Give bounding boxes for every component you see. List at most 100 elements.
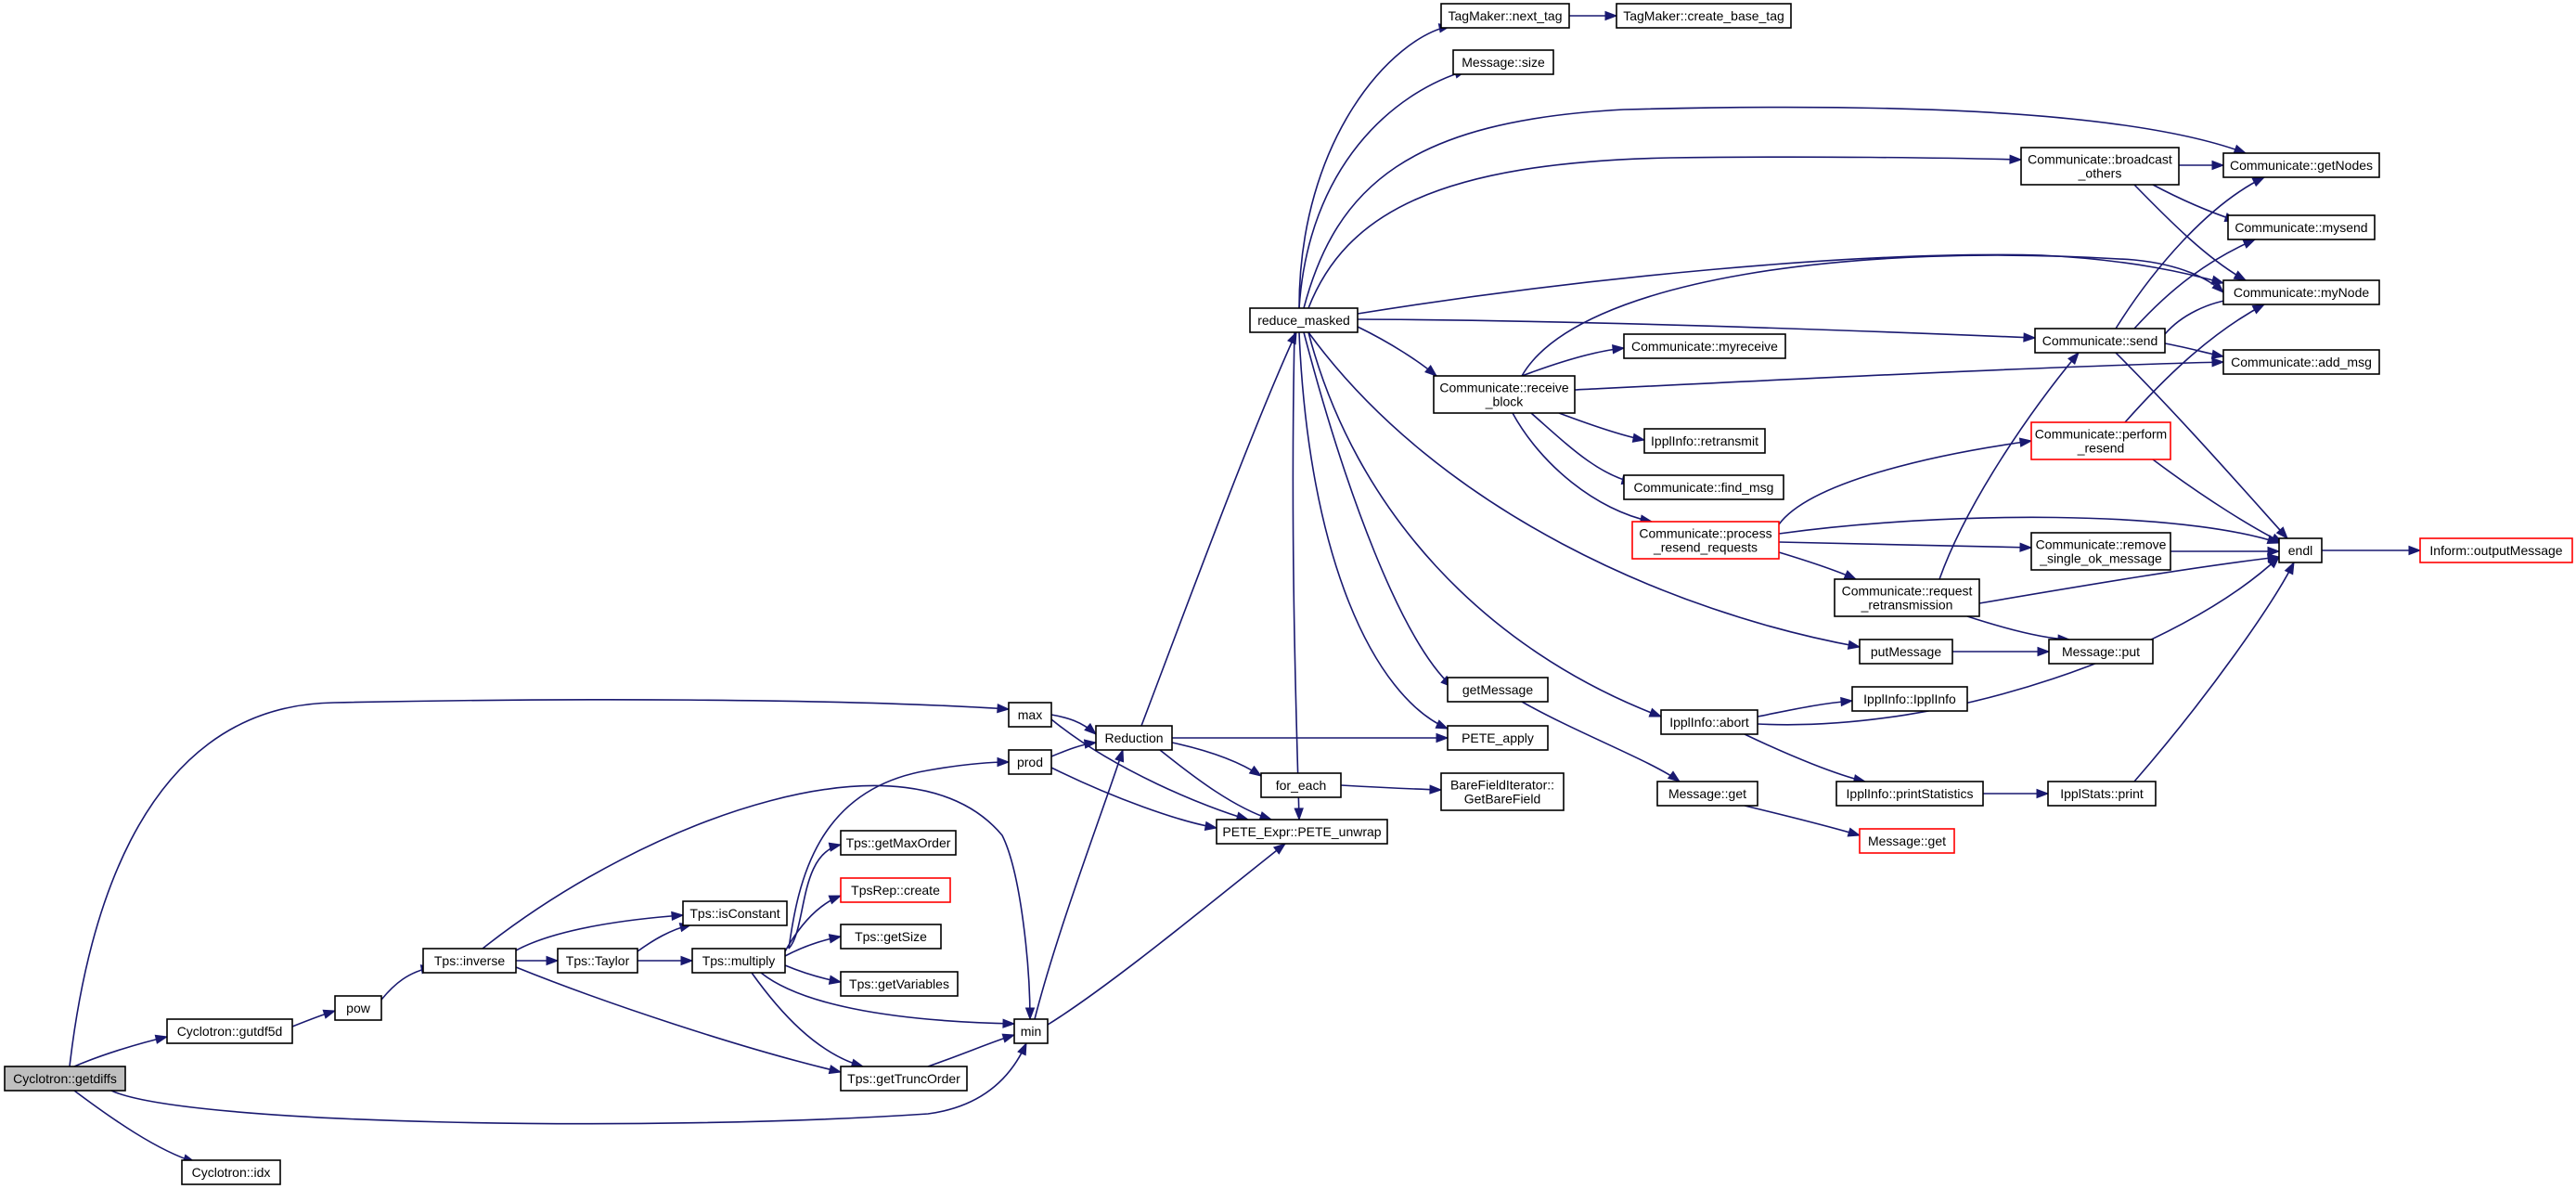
node-reduce-masked[interactable]: reduce_masked (1249, 307, 1359, 333)
node-box[interactable] (840, 924, 942, 950)
node-tagmaker-create-base-tag[interactable]: TagMaker::create_base_tag (1616, 3, 1792, 29)
node-box[interactable] (1249, 307, 1359, 333)
node-box[interactable] (1616, 3, 1792, 29)
node-box[interactable] (682, 900, 788, 926)
node-barefielditerator-getbarefield[interactable]: BareFieldIterator::GetBareField (1440, 772, 1565, 811)
node-box[interactable] (1447, 677, 1549, 703)
node-prod[interactable]: prod (1008, 749, 1052, 775)
node-box[interactable] (2419, 537, 2573, 563)
node-getmessage[interactable]: getMessage (1447, 677, 1549, 703)
node-box[interactable] (2030, 532, 2171, 571)
node-ipplinfo-ipplinfo[interactable]: IpplInfo::IpplInfo (1851, 686, 1968, 712)
node-pete-apply[interactable]: PETE_apply (1447, 725, 1549, 751)
node-communicate-process-resend-requests[interactable]: Communicate::process_resend_requests (1631, 521, 1780, 560)
node-endl[interactable]: endl (2278, 537, 2323, 563)
node-box[interactable] (840, 971, 959, 997)
node-ipplinfo-abort[interactable]: IpplInfo::abort (1660, 709, 1758, 735)
node-ipplinfo-retransmit[interactable]: IpplInfo::retransmit (1643, 428, 1766, 454)
node-communicate-broadcast-others[interactable]: Communicate::broadcast_others (2020, 147, 2180, 186)
node-communicate-perform-resend[interactable]: Communicate::perform_resend (2030, 421, 2171, 460)
node-box[interactable] (1834, 578, 1980, 617)
node-box[interactable] (1623, 333, 1786, 359)
node-communicate-request-retransmission[interactable]: Communicate::request_retransmission (1834, 578, 1980, 617)
node-communicate-myreceive[interactable]: Communicate::myreceive (1623, 333, 1786, 359)
node-box[interactable] (422, 948, 517, 974)
node-box[interactable] (1260, 772, 1342, 798)
node-box[interactable] (4, 1066, 126, 1092)
node-box[interactable] (1660, 709, 1758, 735)
node-box[interactable] (691, 948, 786, 974)
node-tps-getvariables[interactable]: Tps::getVariables (840, 971, 959, 997)
node-ipplinfo-printstatistics[interactable]: IpplInfo::printStatistics (1835, 781, 1984, 807)
node-box[interactable] (1440, 3, 1570, 29)
node-box[interactable] (1656, 781, 1758, 807)
node-putmessage[interactable]: putMessage (1859, 639, 1953, 665)
node-box[interactable] (2048, 639, 2154, 665)
node-tps-getsize[interactable]: Tps::getSize (840, 924, 942, 950)
node-box[interactable] (1452, 49, 1554, 75)
node-tps-multiply[interactable]: Tps::multiply (691, 948, 786, 974)
node-box[interactable] (1440, 772, 1565, 811)
node-pow[interactable]: pow (334, 995, 382, 1021)
node-box[interactable] (2047, 781, 2157, 807)
node-min[interactable]: min (1013, 1018, 1049, 1044)
node-box[interactable] (2227, 214, 2376, 240)
node-communicate-mynode[interactable]: Communicate::myNode (2222, 279, 2380, 305)
node-box[interactable] (1835, 781, 1984, 807)
node-box[interactable] (1859, 639, 1953, 665)
node-communicate-find-msg[interactable]: Communicate::find_msg (1623, 474, 1784, 500)
node-communicate-remove-single-ok-message[interactable]: Communicate::remove_single_ok_message (2030, 532, 2171, 571)
node-box[interactable] (181, 1159, 281, 1185)
node-box[interactable] (1623, 474, 1784, 500)
node-box[interactable] (1008, 749, 1052, 775)
node-box[interactable] (1631, 521, 1780, 560)
node-tps-inverse[interactable]: Tps::inverse (422, 948, 517, 974)
node-tagmaker-next-tag[interactable]: TagMaker::next_tag (1440, 3, 1570, 29)
node-message-get-truncated[interactable]: Message::get (1859, 828, 1955, 854)
node-box[interactable] (1095, 725, 1173, 751)
node-box[interactable] (1447, 725, 1549, 751)
node-tpsrep-create[interactable]: TpsRep::create (840, 877, 951, 903)
node-box[interactable] (166, 1018, 293, 1044)
node-reduction[interactable]: Reduction (1095, 725, 1173, 751)
node-box[interactable] (1859, 828, 1955, 854)
node-box[interactable] (2020, 147, 2180, 186)
node-box[interactable] (1013, 1018, 1049, 1044)
node-message-put[interactable]: Message::put (2048, 639, 2154, 665)
node-communicate-receive-block[interactable]: Communicate::receive_block (1433, 375, 1576, 414)
node-box[interactable] (334, 995, 382, 1021)
node-box[interactable] (2034, 328, 2166, 354)
node-cyclotron-gutdf5d[interactable]: Cyclotron::gutdf5d (166, 1018, 293, 1044)
node-box[interactable] (840, 877, 951, 903)
node-message-size[interactable]: Message::size (1452, 49, 1554, 75)
node-for-each[interactable]: for_each (1260, 772, 1342, 798)
node-cyclotron-idx[interactable]: Cyclotron::idx (181, 1159, 281, 1185)
node-box[interactable] (2278, 537, 2323, 563)
node-pete-unwrap[interactable]: PETE_Expr::PETE_unwrap (1216, 819, 1388, 845)
node-box[interactable] (557, 948, 638, 974)
node-communicate-mysend[interactable]: Communicate::mysend (2227, 214, 2376, 240)
node-tps-isconstant[interactable]: Tps::isConstant (682, 900, 788, 926)
node-box[interactable] (1216, 819, 1388, 845)
node-message-get[interactable]: Message::get (1656, 781, 1758, 807)
node-box[interactable] (1643, 428, 1766, 454)
node-box[interactable] (840, 830, 957, 856)
node-box[interactable] (1433, 375, 1576, 414)
node-box[interactable] (2222, 279, 2380, 305)
node-box[interactable] (2030, 421, 2171, 460)
node-inform-outputmessage[interactable]: Inform::outputMessage (2419, 537, 2573, 563)
node-communicate-send[interactable]: Communicate::send (2034, 328, 2166, 354)
node-ipplstats-print[interactable]: IpplStats::print (2047, 781, 2157, 807)
node-box[interactable] (2222, 349, 2380, 375)
node-box[interactable] (1851, 686, 1968, 712)
node-cyclotron-getdiffs[interactable]: Cyclotron::getdiffs (4, 1066, 126, 1092)
node-box[interactable] (840, 1066, 968, 1092)
node-box[interactable] (2222, 152, 2380, 178)
node-communicate-add-msg[interactable]: Communicate::add_msg (2222, 349, 2380, 375)
node-box[interactable] (1008, 702, 1052, 728)
node-max[interactable]: max (1008, 702, 1052, 728)
node-tps-gettruncorder[interactable]: Tps::getTruncOrder (840, 1066, 968, 1092)
node-tps-getmaxorder[interactable]: Tps::getMaxOrder (840, 830, 957, 856)
node-communicate-getnodes[interactable]: Communicate::getNodes (2222, 152, 2380, 178)
node-tps-taylor[interactable]: Tps::Taylor (557, 948, 638, 974)
